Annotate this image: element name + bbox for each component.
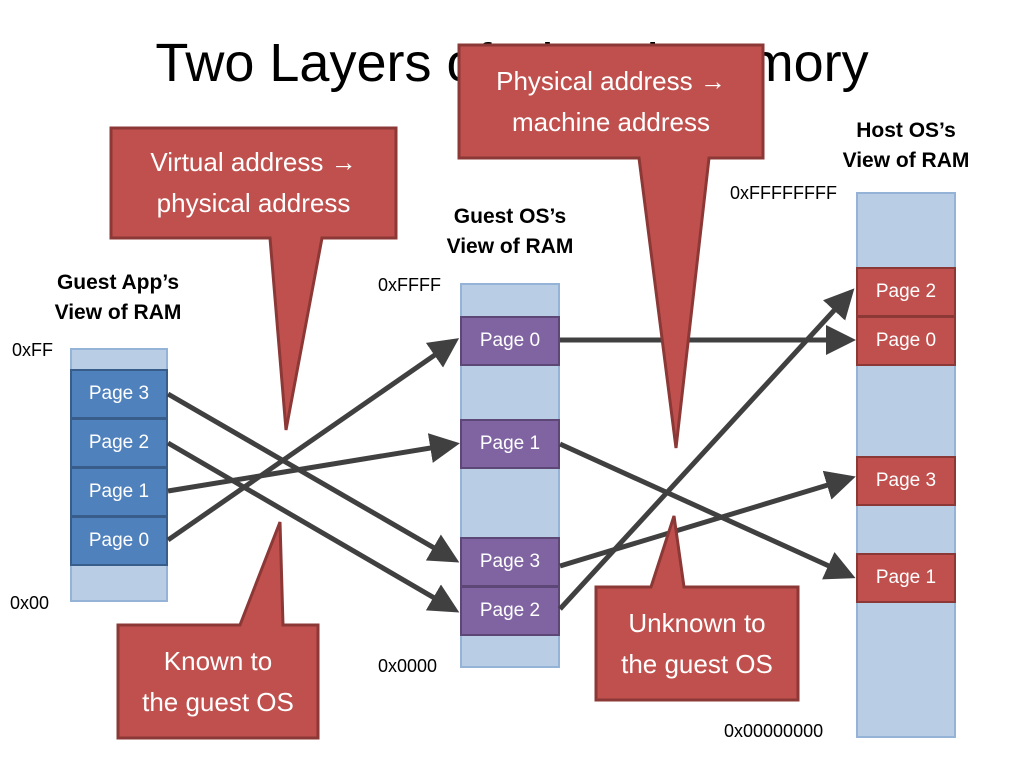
arrow-app2-to-guest2 bbox=[166, 440, 460, 613]
guest-os-page-2: Page 2 bbox=[460, 586, 560, 636]
callout-known-line2: the guest OS bbox=[142, 686, 294, 717]
guest-os-page-0: Page 0 bbox=[460, 316, 560, 366]
guest-os-heading-line2: View of RAM bbox=[446, 235, 574, 258]
callout-physical-to-machine-line1: Physical address → bbox=[496, 65, 726, 96]
arrow-guest3-to-host3 bbox=[559, 470, 856, 569]
guest-app-heading-line1: Guest App’s bbox=[56, 271, 180, 294]
guest-os-addr-top: 0xFFFF bbox=[378, 275, 441, 295]
guest-os-addr-bottom: 0x0000 bbox=[378, 656, 438, 676]
guest-os-heading: Guest OS’s View of RAM bbox=[412, 202, 608, 262]
guest-os-page-3: Page 3 bbox=[460, 537, 560, 587]
arrow-app0-to-guest0 bbox=[166, 338, 460, 543]
callout-virtual-to-physical-line2: physical address bbox=[156, 188, 351, 218]
guest-os-page-1: Page 1 bbox=[460, 419, 560, 469]
callout-unknown-line2: the guest OS bbox=[621, 648, 773, 679]
guest-app-page-0: Page 0 bbox=[70, 516, 168, 566]
host-os-addr-top: 0xFFFFFFFF bbox=[730, 183, 837, 203]
guest-app-addr-bottom: 0x00 bbox=[10, 593, 50, 613]
host-os-heading-line1: Host OS’s bbox=[856, 119, 956, 142]
host-os-heading-line2: View of RAM bbox=[842, 149, 970, 172]
host-os-page-1: Page 1 bbox=[856, 553, 956, 603]
guest-app-addr-top: 0xFF bbox=[12, 340, 54, 360]
callout-physical-to-machine-line2: machine address bbox=[512, 106, 710, 137]
guest-app-heading-line2: View of RAM bbox=[54, 301, 182, 324]
guest-os-heading-line1: Guest OS’s bbox=[453, 205, 567, 228]
host-os-page-3: Page 3 bbox=[856, 456, 956, 506]
guest-app-heading: Guest App’s View of RAM bbox=[20, 268, 216, 328]
host-os-page-0: Page 0 bbox=[856, 316, 956, 366]
guest-app-page-2: Page 2 bbox=[70, 418, 168, 468]
callout-known: Known to the guest OS bbox=[118, 625, 318, 738]
callout-unknown-line1: Unknown to bbox=[628, 607, 766, 638]
host-os-page-2: Page 2 bbox=[856, 267, 956, 317]
callout-unknown: Unknown to the guest OS bbox=[596, 587, 798, 700]
callout-known-line1: Known to bbox=[163, 645, 273, 676]
guest-app-page-1: Page 1 bbox=[70, 467, 168, 517]
callout-virtual-to-physical: Virtual address → physical address bbox=[111, 128, 396, 238]
arrow-app3-to-guest3 bbox=[166, 391, 460, 563]
host-os-addr-bottom: 0x00000000 bbox=[724, 721, 824, 741]
callout-virtual-to-physical-line1: Virtual address → bbox=[150, 147, 357, 177]
host-os-heading: Host OS’s View of RAM bbox=[806, 116, 1006, 176]
arrow-guest1-to-host1 bbox=[558, 441, 856, 580]
guest-app-page-3: Page 3 bbox=[70, 369, 168, 419]
arrow-guest2-to-host2 bbox=[558, 288, 855, 611]
arrow-app1-to-guest1 bbox=[167, 433, 460, 494]
callout-physical-to-machine: Physical address → machine address bbox=[459, 45, 763, 158]
